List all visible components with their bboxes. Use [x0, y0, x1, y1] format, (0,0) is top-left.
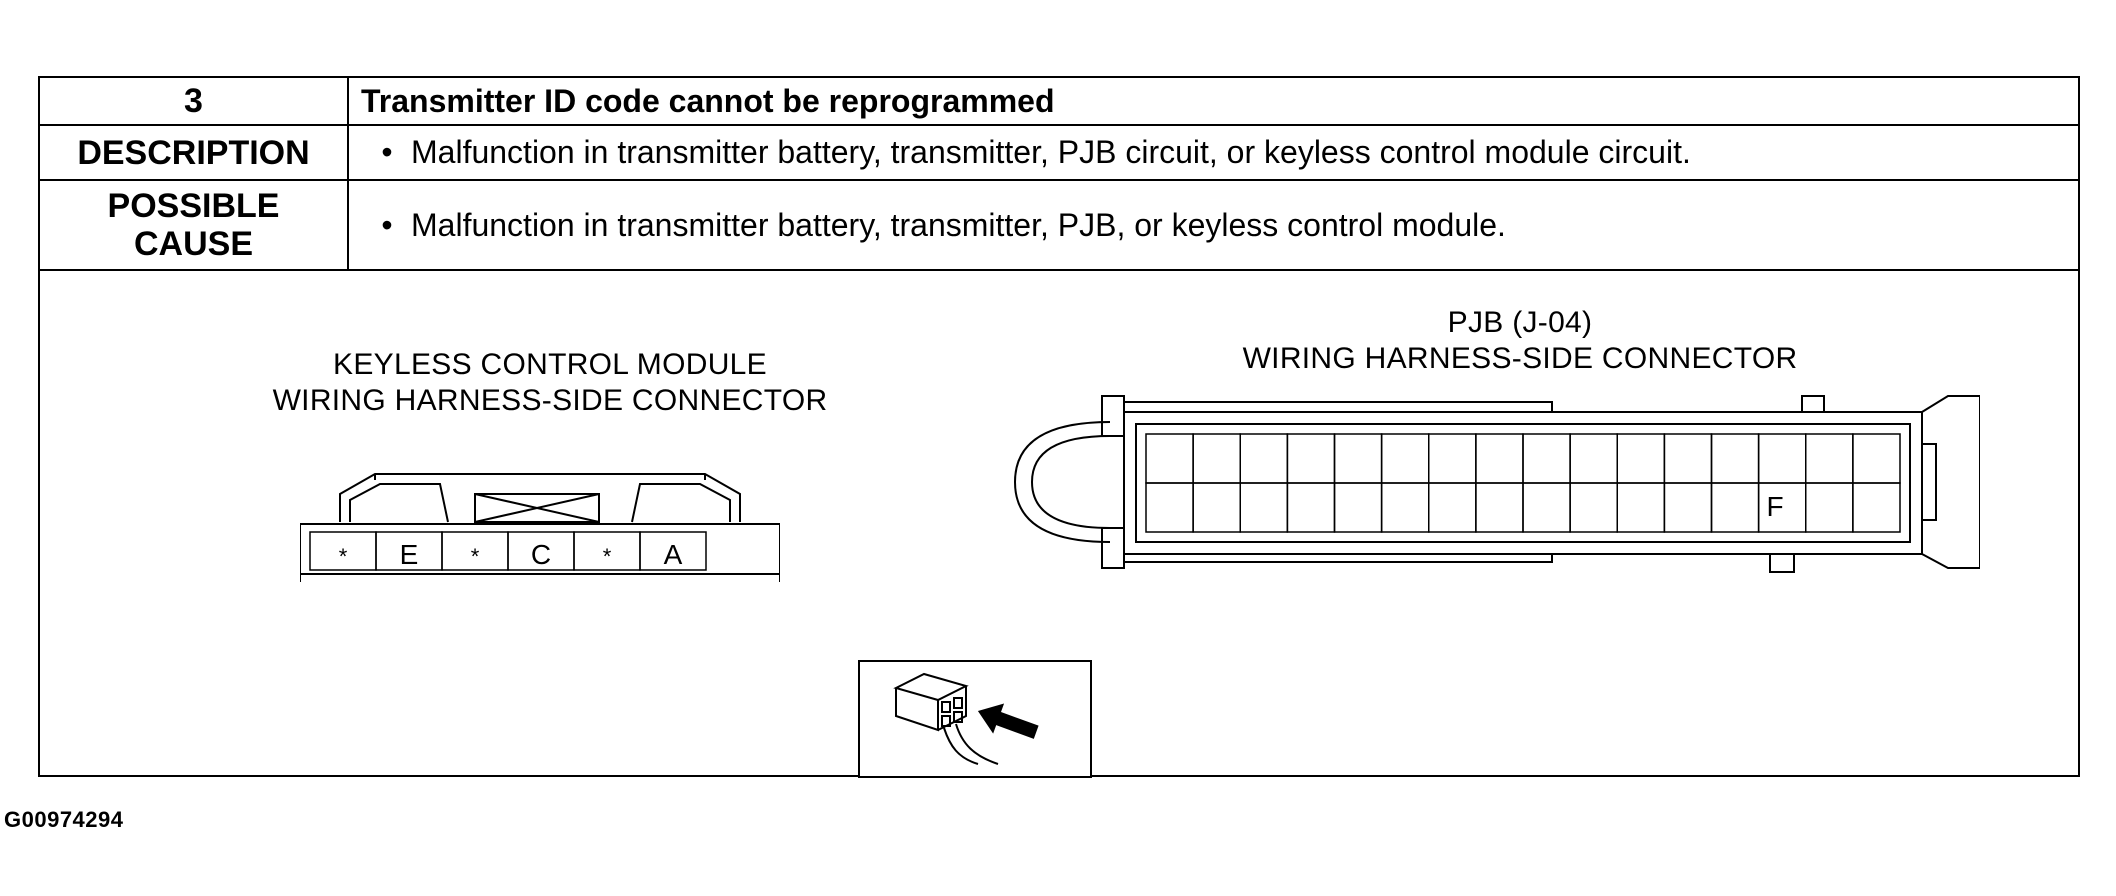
- step-row: 3 Transmitter ID code cannot be reprogra…: [40, 78, 2078, 126]
- step-number: 3: [40, 78, 349, 126]
- description-cell: • Malfunction in transmitter battery, tra…: [347, 124, 2078, 181]
- pjb-terminal: [1663, 433, 1713, 484]
- description-row: DESCRIPTION • Malfunction in transmitter …: [40, 124, 2078, 181]
- pjb-terminal: [1286, 433, 1336, 484]
- possible-cause-row: POSSIBLE CAUSE • Malfunction in transmitt…: [40, 179, 2078, 271]
- pjb-terminal: [1239, 433, 1289, 484]
- pjb-terminal: [1239, 482, 1289, 533]
- pjb-terminal: [1380, 482, 1430, 533]
- pjb-terminal: [1475, 433, 1524, 484]
- keyless-terminal-label: E: [400, 539, 419, 570]
- pjb-terminal: [1569, 482, 1618, 533]
- pjb-connector-title-line1: PJB (J-04): [1447, 306, 1593, 339]
- keyless-terminal: [639, 531, 707, 571]
- possible-cause-text: Malfunction in transmitter battery, tran…: [411, 206, 1506, 243]
- bullet: •: [381, 134, 393, 170]
- pjb-terminal: [1333, 482, 1383, 533]
- keyless-connector-title-line2: WIRING HARNESS-SIDE CONNECTOR: [272, 384, 828, 417]
- pjb-terminal: [1522, 433, 1571, 484]
- bullet: •: [381, 206, 393, 243]
- pjb-terminal: [1192, 433, 1241, 484]
- pjb-terminal: [1428, 482, 1477, 533]
- connector-diagram: KEYLESS CONTROL MODULE WIRING HARNESS-SI…: [40, 274, 2078, 778]
- pjb-terminal: [1616, 482, 1666, 533]
- step-title: Transmitter ID code cannot be reprogramm…: [347, 78, 2078, 126]
- pjb-terminal: [1522, 482, 1571, 533]
- pjb-terminal: [1192, 482, 1241, 533]
- keyless-connector-title-line1: KEYLESS CONTROL MODULE: [333, 348, 767, 381]
- pjb-terminal: [1852, 433, 1901, 484]
- pjb-terminal: [1428, 433, 1477, 484]
- pjb-terminal: [1569, 433, 1618, 484]
- pjb-connector: F: [1013, 395, 1980, 573]
- keyless-terminal-row: * E * C * A: [309, 531, 707, 571]
- pjb-terminal: [1145, 433, 1194, 484]
- possible-cause-label-line1: POSSIBLE: [107, 187, 280, 225]
- diagnostic-frame: 3 Transmitter ID code cannot be reprogra…: [38, 76, 2080, 778]
- pjb-terminal: [1852, 482, 1901, 533]
- pjb-terminal-label: F: [1766, 491, 1783, 522]
- keyless-terminal-label: *: [471, 544, 480, 569]
- pjb-terminal: [1710, 433, 1760, 484]
- possible-cause-label: POSSIBLE CAUSE: [40, 179, 349, 271]
- pjb-terminal: [1757, 433, 1807, 484]
- keyless-terminal-label: *: [339, 544, 348, 569]
- pjb-terminal: [1616, 433, 1666, 484]
- pjb-terminal: [1805, 433, 1854, 484]
- figure-id: G00974294: [4, 807, 124, 832]
- description-text: Malfunction in transmitter battery, tran…: [411, 134, 1691, 170]
- keyless-connector: * E * C * A: [300, 473, 780, 582]
- pjb-terminal: [1333, 433, 1383, 484]
- possible-cause-label-line2: CAUSE: [133, 225, 254, 263]
- keyless-terminal-label: *: [603, 544, 612, 569]
- pjb-terminal: [1710, 482, 1760, 533]
- harness-side-probe-icon: [858, 660, 1092, 778]
- pjb-terminal: [1805, 482, 1854, 533]
- keyless-terminal-label: A: [664, 539, 683, 570]
- pjb-terminal: [1663, 482, 1713, 533]
- description-label: DESCRIPTION: [40, 124, 349, 181]
- diagnostic-table: 3 Transmitter ID code cannot be reprogra…: [40, 78, 2078, 271]
- pjb-terminal-grid: [1145, 433, 1901, 533]
- pjb-terminal: [1380, 433, 1430, 484]
- pjb-terminal: [1286, 482, 1336, 533]
- possible-cause-cell: • Malfunction in transmitter battery, tra…: [347, 179, 2078, 271]
- keyless-terminal-label: C: [531, 539, 551, 570]
- pjb-terminal: [1475, 482, 1524, 533]
- pjb-terminal: [1145, 482, 1194, 533]
- pjb-connector-title-line2: WIRING HARNESS-SIDE CONNECTOR: [1242, 342, 1798, 375]
